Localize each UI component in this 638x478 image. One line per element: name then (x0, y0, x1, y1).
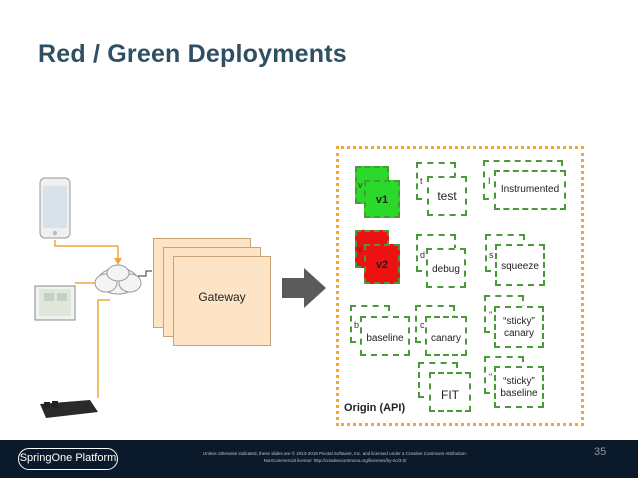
v1-box (364, 180, 400, 218)
legal-line-1: Unless otherwise indicated, these slides… (203, 451, 467, 456)
origin-label: Origin (API) (344, 402, 406, 414)
sticky-canary-label: “sticky” canary (494, 316, 544, 340)
v1-label: v1 (375, 194, 389, 206)
gateway-to-origin-arrow (282, 268, 326, 308)
squeeze-back-fragment: s (489, 250, 494, 260)
debug-box (426, 248, 466, 288)
sticky-baseline-label: “sticky” baseline (494, 376, 544, 400)
sticky-canary-line2: canary (503, 328, 534, 339)
legal-line-2: NonCommercial license: http://creativeco… (263, 458, 407, 463)
router-connector (97, 299, 110, 398)
phone-icon (39, 177, 71, 239)
instrumented-label: Instrumented (500, 184, 560, 195)
legal-notice: Unless otherwise indicated, these slides… (170, 450, 500, 464)
client-connectors (54, 240, 119, 398)
instrumented-back-fragment: I (488, 176, 491, 186)
canary-back-fragment: c (420, 320, 425, 330)
instrumented-box (494, 170, 566, 210)
v2-box (364, 244, 400, 284)
sticky-baseline-line2: baseline (500, 388, 538, 399)
canary-box (425, 316, 467, 356)
sticky-canary-line1: “sticky” (503, 316, 535, 327)
phone-arrowhead (114, 258, 122, 265)
tablet-icon (34, 285, 76, 321)
baseline-back-fragment: b (354, 320, 360, 330)
sticky-baseline-line1: “sticky” (503, 376, 535, 387)
springone-logo: SpringOne Platform (18, 448, 118, 470)
cloud-icon (94, 264, 142, 295)
test-label: test (437, 189, 457, 203)
sticky-baseline-box (494, 366, 544, 408)
sticky-canary-box (494, 306, 544, 348)
baseline-box (360, 316, 410, 356)
sticky-baseline-back-fragment: " (489, 372, 493, 382)
origin-container (336, 146, 584, 426)
squeeze-label: squeeze (501, 261, 539, 272)
squeeze-box (495, 244, 545, 286)
router-icon (40, 400, 98, 418)
gateway-card-front (173, 256, 271, 346)
v2-label: v2 (375, 259, 389, 271)
v2-back-fragment: v (358, 244, 363, 254)
sticky-canary-back-fragment: " (489, 310, 493, 320)
baseline-label: baseline (366, 333, 404, 344)
fit-label: FIT (441, 388, 459, 402)
debug-label: debug (432, 264, 460, 275)
test-box (427, 176, 467, 216)
test-back-fragment: t (420, 176, 423, 186)
diagram-canvas (34, 177, 326, 418)
canary-label: canary (430, 333, 461, 344)
fit-box (429, 372, 471, 412)
phone-connector (54, 245, 119, 258)
slide-title: Red / Green Deployments (38, 40, 347, 68)
cloud-to-gateway-connector (138, 270, 152, 277)
v1-back-fragment: v (358, 180, 363, 190)
debug-back-fragment: d (420, 250, 426, 260)
page-number: 35 (594, 446, 607, 458)
gateway-label: Gateway (198, 290, 246, 304)
